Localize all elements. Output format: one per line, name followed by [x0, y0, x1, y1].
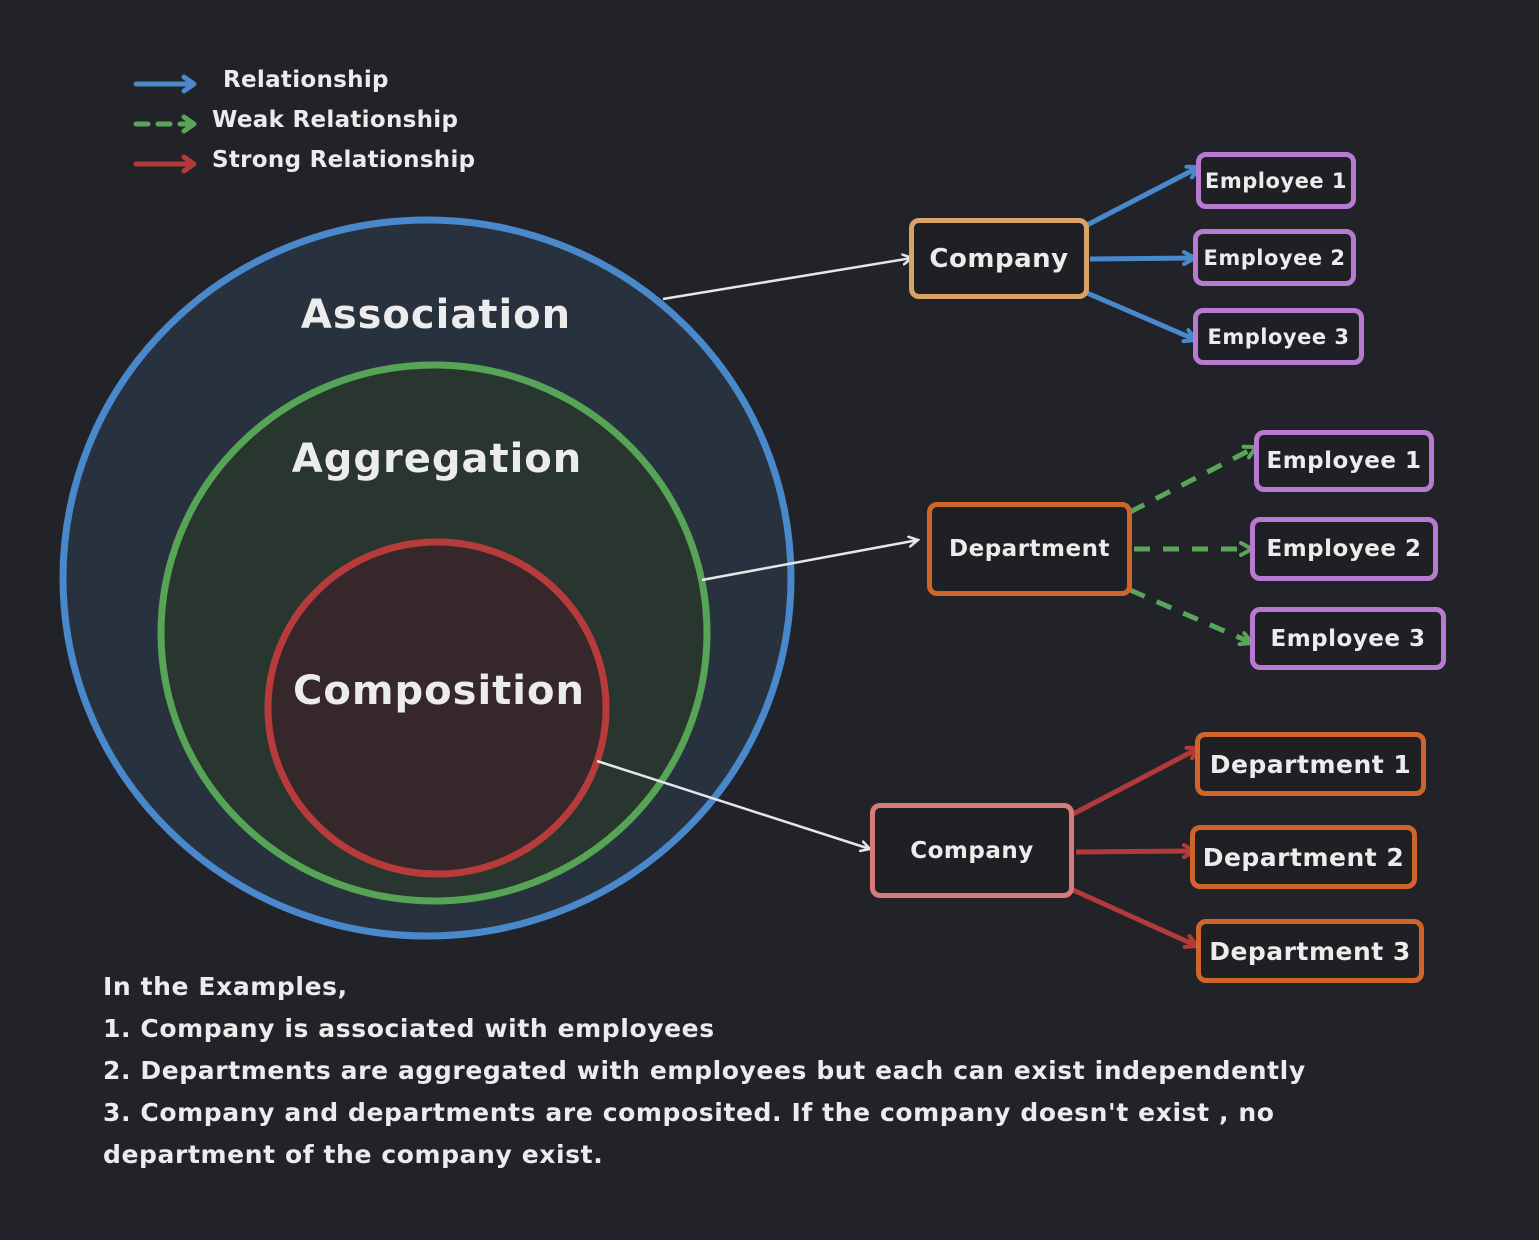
aggregation-connector	[701, 540, 918, 582]
aggregation-employee-1-node: Employee 1	[1254, 430, 1434, 492]
composition-connector	[596, 759, 870, 849]
aggregation-label: Aggregation	[291, 436, 583, 482]
association-arrow-1	[1085, 164, 1201, 228]
legend-label: Strong Relationship	[212, 147, 476, 173]
composition-arrow-3	[1071, 887, 1199, 949]
association-label: Association	[300, 292, 572, 338]
notes-line-4: department of the company exist.	[103, 1140, 604, 1169]
dashed-green-arrow-icon	[133, 114, 197, 134]
association-arrow-3	[1086, 290, 1198, 344]
composition-circle	[264, 538, 610, 878]
aggregation-arrow-3	[1129, 587, 1254, 647]
association-employee-3-node: Employee 3	[1193, 308, 1364, 365]
composition-arrow-2	[1075, 843, 1197, 860]
solid-red-arrow-icon	[133, 154, 197, 174]
composition-arrow-1	[1071, 745, 1201, 817]
composition-department-2-node: Department 2	[1190, 825, 1417, 889]
association-arrow-2	[1089, 250, 1197, 267]
association-company-node: Company	[909, 218, 1089, 299]
legend-label: Weak Relationship	[212, 107, 459, 133]
aggregation-arrow-1	[1128, 444, 1258, 515]
composition-department-3-node: Department 3	[1196, 919, 1424, 983]
notes-line-3: 3. Company and departments are composite…	[103, 1098, 1275, 1127]
notes-line-2: 2. Departments are aggregated with emplo…	[103, 1056, 1306, 1085]
notes-line-1: 1. Company is associated with employees	[103, 1014, 715, 1043]
composition-label: Composition	[293, 668, 585, 714]
association-employee-1-node: Employee 1	[1196, 152, 1356, 209]
legend-label: Relationship	[223, 67, 389, 93]
composition-company-node: Company	[870, 803, 1074, 898]
association-employee-2-node: Employee 2	[1193, 229, 1356, 286]
solid-blue-arrow-icon	[133, 74, 197, 94]
aggregation-employee-2-node: Employee 2	[1250, 517, 1438, 581]
association-connector	[662, 258, 912, 301]
aggregation-department-node: Department	[927, 502, 1132, 596]
examples-notes: In the Examples, 1. Company is associate…	[103, 966, 1306, 1176]
notes-heading: In the Examples,	[103, 972, 348, 1001]
composition-department-1-node: Department 1	[1195, 732, 1426, 796]
aggregation-employee-3-node: Employee 3	[1250, 607, 1446, 670]
